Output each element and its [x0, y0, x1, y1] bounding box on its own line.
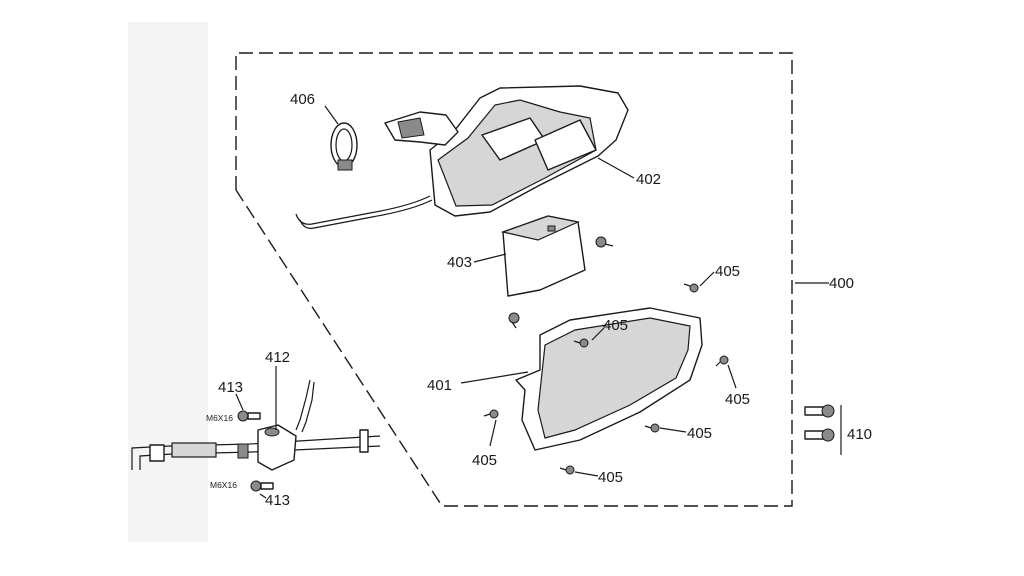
callout-413-a: 413	[218, 379, 243, 396]
part-403-element	[500, 215, 586, 297]
screw	[644, 423, 660, 433]
part-412-tube-assembly	[131, 379, 381, 471]
screw	[508, 312, 520, 329]
callout-402: 402	[636, 171, 661, 188]
part-406-clamp	[330, 122, 358, 171]
callout-405-c: 405	[725, 391, 750, 408]
screw	[559, 465, 575, 475]
callout-405-b: 405	[603, 317, 628, 334]
callout-403: 403	[447, 254, 472, 271]
part-413-bolts	[237, 410, 274, 492]
callout-405-e: 405	[472, 452, 497, 469]
part-401-lower-case	[515, 307, 703, 451]
callout-405-d: 405	[687, 425, 712, 442]
leader-lines	[235, 105, 829, 499]
callout-405-f: 405	[598, 469, 623, 486]
bolt-spec-b: M6X16	[210, 480, 237, 490]
callout-413-b: 413	[265, 492, 290, 509]
callout-401: 401	[427, 377, 452, 394]
screw	[573, 338, 589, 348]
part-410-bolts	[804, 404, 842, 455]
screw	[715, 355, 729, 367]
callout-412: 412	[265, 349, 290, 366]
callout-400: 400	[829, 275, 854, 292]
callout-410: 410	[847, 426, 872, 443]
screw-group	[483, 236, 729, 475]
screw	[483, 409, 499, 419]
screw	[595, 236, 614, 248]
part-402-upper-case	[295, 85, 629, 229]
callout-406: 406	[290, 91, 315, 108]
screw	[683, 283, 699, 293]
callout-405-a: 405	[715, 263, 740, 280]
bolt-spec-a: M6X16	[206, 413, 233, 423]
